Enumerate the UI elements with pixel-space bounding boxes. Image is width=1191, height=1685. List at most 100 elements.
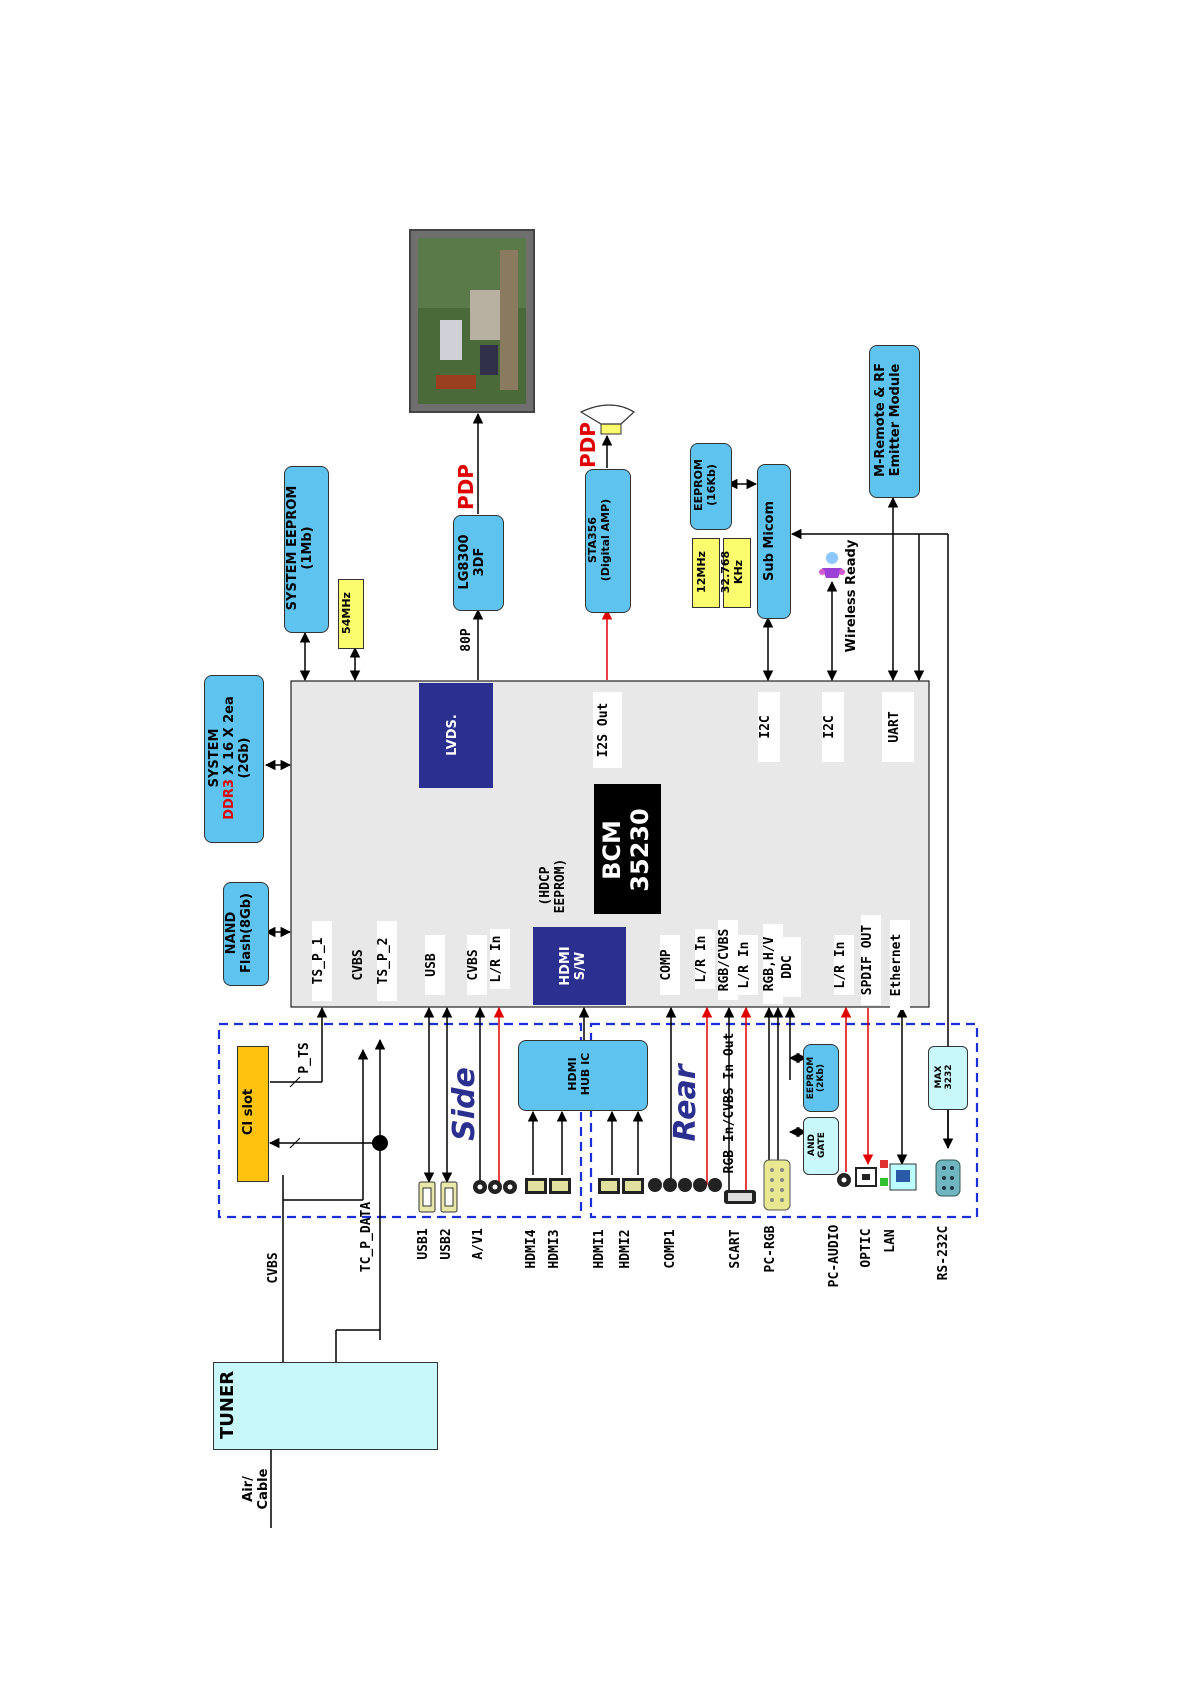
sta356-line2: (Digital AMP): [598, 498, 612, 582]
uart-tag: [882, 692, 914, 762]
port-av1-label: A/V1: [471, 1228, 486, 1260]
ts-p-2-label: TS_P_2: [376, 921, 397, 1001]
hdmi-hub-line2: HUB IC: [578, 1052, 592, 1096]
max3232-line2: 3232: [944, 1064, 955, 1090]
hdmi-sw-line2: S/W: [572, 951, 588, 981]
eeprom-2kb-block: [803, 1044, 839, 1112]
hdmi-hub-ic-block: [518, 1040, 648, 1111]
ddr-line2: DDR3 X 16 X 2ea: [221, 683, 238, 833]
nand-flash-block: [223, 882, 269, 986]
and-gate-block: [803, 1117, 839, 1175]
hdmi-connectors: [525, 1178, 644, 1194]
eeprom-2kb-label: EEPROM (2Kb): [806, 1053, 834, 1103]
side-group-label: Side: [447, 1067, 482, 1141]
usb-label: USB: [424, 935, 445, 995]
crystal-12mhz: [692, 538, 720, 608]
port-comp1-label: COMP1: [663, 1229, 678, 1269]
system-ddr-label: SYSTEM DDR3 X 16 X 2ea (2Gb): [207, 683, 258, 833]
xtal32-line1: 32.768: [719, 550, 732, 594]
ddr-line1: SYSTEM: [207, 728, 222, 788]
usb-connectors: [418, 1181, 458, 1213]
i2s-out-tag: [593, 692, 622, 768]
cvbs-tuner-label: CVBS: [266, 1252, 281, 1284]
sta356-label: STA356 (Digital AMP): [586, 490, 625, 590]
sub-micom-block: [757, 464, 791, 619]
side-frame: [217, 1022, 583, 1219]
rs232c-connector: [935, 1159, 961, 1197]
hdmi-hub-line1: HDMI: [566, 1057, 579, 1091]
spdif-out-label: SPDIF OUT: [860, 915, 881, 1005]
crystal-32768khz: [723, 538, 751, 608]
crystal-54mhz: [338, 579, 364, 649]
wireless-antenna-icon: [819, 552, 845, 578]
hdcp-line2: EEPROM): [552, 858, 568, 914]
i2s-out-label: I2S Out: [596, 702, 611, 758]
port-hdmi2-label: HDMI2: [618, 1229, 633, 1269]
hdmi-switch-block: [533, 927, 626, 1005]
eeprom16-line1: EEPROM: [692, 459, 705, 511]
80p-label: 80P: [459, 628, 474, 652]
i2c-2-tag: [822, 692, 844, 762]
i2c-2-label: I2C: [822, 715, 837, 739]
hdcp-eeprom-label: (HDCP EEPROM): [538, 846, 579, 926]
ci-slot-block: [237, 1046, 269, 1182]
port-pc-rgb-label: PC-RGB: [763, 1225, 778, 1273]
nand-line1: NAND: [224, 911, 239, 955]
port-pc-audio-label: PC-AUDIO: [827, 1224, 842, 1288]
lr-in-1-label: L/R In: [489, 929, 510, 989]
rear-group-label: Rear: [668, 1064, 703, 1142]
sta356-line1: STA356: [586, 516, 599, 564]
lvds-block: [419, 683, 493, 788]
mremote-line2: Emitter Module: [887, 363, 903, 477]
comp-label: COMP: [659, 935, 680, 995]
sys-eeprom-line1: SYSTEM EEPROM: [285, 485, 300, 611]
cable-line: Cable: [255, 1468, 271, 1510]
max3232-block: [928, 1046, 968, 1110]
pdp-label-2: PDP: [576, 422, 600, 468]
system-ddr-block: [204, 675, 264, 843]
ddr-config: X 16 X 2ea: [221, 696, 237, 780]
rgb-cvbs-label: RGB/CVBS: [717, 920, 738, 1000]
eeprom2k-line1: EEPROM: [806, 1056, 816, 1100]
rear-frame: [589, 1022, 979, 1219]
i2c-1-label: I2C: [758, 715, 773, 739]
vga-connector: [763, 1159, 791, 1211]
ddc-label: DDC: [780, 937, 801, 997]
port-usb1-label: USB1: [416, 1228, 431, 1260]
hdcp-line1: (HDCP: [538, 866, 553, 906]
lr-in-2-label: L/R In: [694, 929, 715, 989]
port-lan-label: LAN: [883, 1229, 898, 1253]
tv-display: [409, 229, 535, 413]
wireless-ready-label: Wireless Ready: [844, 539, 859, 653]
tuner-block: [213, 1362, 438, 1450]
m-remote-block: [869, 345, 920, 498]
port-optic-label: OPTIC: [859, 1228, 874, 1268]
xtal32-line2: KHz: [731, 559, 745, 585]
av-jacks: [473, 1180, 517, 1194]
air-line: Air/: [241, 1476, 256, 1502]
port-scart-label: SCART: [728, 1229, 743, 1269]
air-cable-label: Air/ Cable: [241, 1459, 278, 1519]
m-remote-label: M-Remote & RF Emitter Module: [873, 355, 914, 485]
soc-chip: [594, 784, 661, 914]
max3232-line1: MAX: [934, 1065, 944, 1089]
ci-slot-label: CI slot: [241, 1088, 256, 1136]
port-hdmi4-label: HDMI4: [524, 1229, 539, 1269]
eeprom2k-line2: (2Kb): [816, 1064, 827, 1092]
crystal-54mhz-label: 54MHz: [340, 592, 353, 634]
lg8300-block: [453, 515, 504, 611]
eeprom16-line2: (16Kb): [704, 464, 718, 506]
nand-line2: Flash(8Gb): [238, 893, 254, 974]
uart-label: UART: [887, 711, 902, 743]
sub-micom-label: Sub Micom: [762, 500, 777, 582]
sys-eeprom-line2: (1Mb): [299, 526, 315, 570]
ts-p-1-label: TS_P_1: [311, 921, 332, 1001]
lvds-label: LVDS.: [445, 714, 460, 756]
lg8300-label: LG8300 3DF: [457, 525, 498, 599]
port-hdmi1-label: HDMI1: [592, 1229, 607, 1269]
i2c-1-tag: [758, 692, 780, 762]
max3232-label: MAX 3232: [934, 1055, 960, 1099]
system-eeprom-label: SYSTEM EEPROM (1Mb): [285, 483, 326, 613]
ddr-type: DDR3: [221, 779, 237, 820]
